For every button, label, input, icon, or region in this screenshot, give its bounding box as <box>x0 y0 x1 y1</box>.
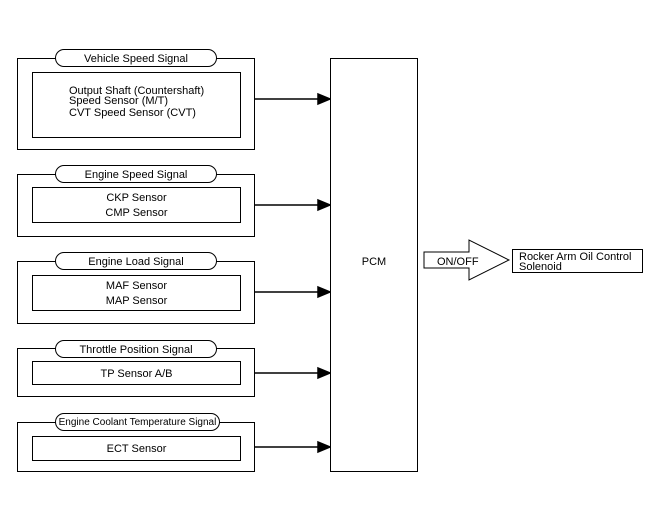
rocker-arm-solenoid-box: Rocker Arm Oil Control Solenoid <box>512 249 643 273</box>
solenoid-label-line1: Rocker Arm Oil Control <box>519 251 632 263</box>
pcm-label: PCM <box>361 256 387 268</box>
engine-load-sensors: MAF Sensor MAP Sensor <box>32 275 241 311</box>
vehicle-speed-group: Output Shaft (Countershaft) Speed Sensor… <box>17 58 255 150</box>
throttle-position-group: TP Sensor A/B <box>17 348 255 397</box>
engine-speed-sensors: CKP Sensor CMP Sensor <box>32 187 241 223</box>
coolant-temp-group: ECT Sensor <box>17 422 255 472</box>
sensor-line: CVT Speed Sensor (CVT) <box>69 107 196 119</box>
engine-speed-group: CKP Sensor CMP Sensor <box>17 174 255 237</box>
output-arrow <box>423 239 511 281</box>
solenoid-label-line2: Solenoid <box>519 261 562 273</box>
engine-speed-signal-label: Engine Speed Signal <box>55 165 217 183</box>
vehicle-speed-arrowhead <box>317 92 332 106</box>
engine-speed-arrowhead <box>317 198 332 212</box>
sensor-line: CMP Sensor <box>105 207 168 219</box>
vehicle-speed-sensors: Output Shaft (Countershaft) Speed Sensor… <box>32 72 241 138</box>
sensor-line: TP Sensor A/B <box>100 368 173 380</box>
sensor-line: ECT Sensor <box>106 443 167 455</box>
sensor-line: Output Shaft (Countershaft) <box>69 85 205 97</box>
pcm-block: PCM <box>330 58 418 472</box>
vehicle-speed-signal-label: Vehicle Speed Signal <box>55 49 217 67</box>
coolant-temp-signal-label: Engine Coolant Temperature Signal <box>55 413 220 431</box>
engine-load-arrowhead <box>317 285 332 299</box>
coolant-temp-arrowhead <box>317 440 332 454</box>
throttle-position-arrowhead <box>317 366 332 380</box>
throttle-position-sensors: TP Sensor A/B <box>32 361 241 385</box>
engine-load-group: MAF Sensor MAP Sensor <box>17 261 255 324</box>
engine-load-signal-label: Engine Load Signal <box>55 252 217 270</box>
sensor-line: CKP Sensor <box>106 192 167 204</box>
coolant-temp-sensors: ECT Sensor <box>32 436 241 461</box>
sensor-line: MAP Sensor <box>105 295 168 307</box>
sensor-line: MAF Sensor <box>105 280 168 292</box>
output-signal-label: ON/OFF <box>437 256 479 268</box>
sensor-line: Speed Sensor (M/T) <box>69 95 169 107</box>
throttle-position-signal-label: Throttle Position Signal <box>55 340 217 358</box>
